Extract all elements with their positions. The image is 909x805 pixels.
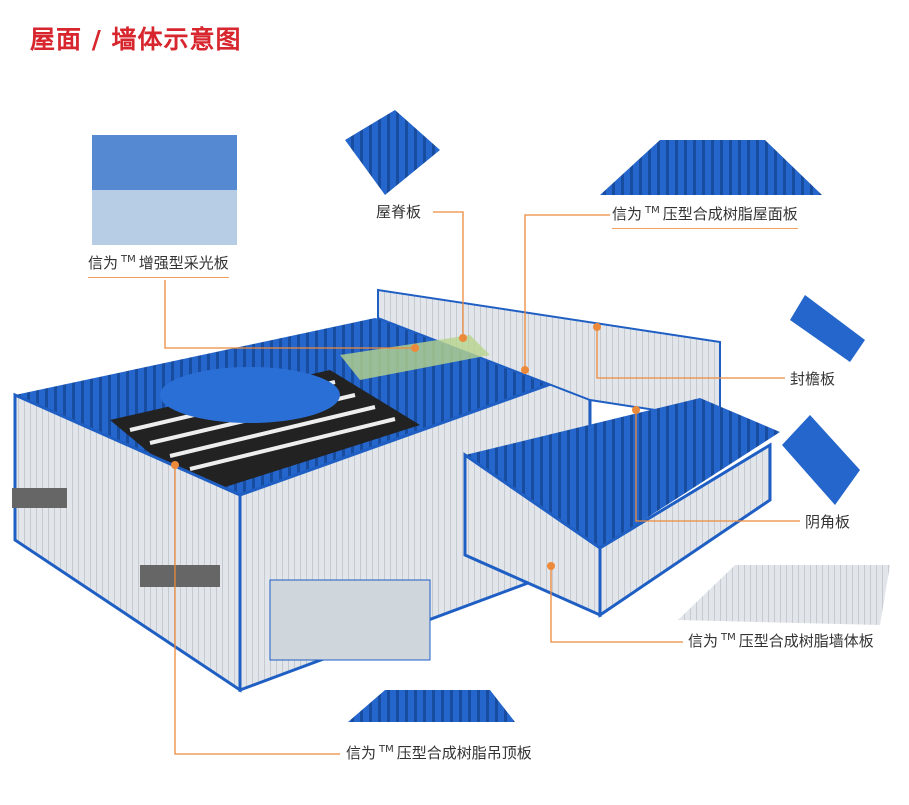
canopy-left bbox=[12, 488, 67, 508]
name: 压型合成树脂吊顶板 bbox=[396, 744, 532, 762]
leader-dots bbox=[171, 323, 640, 570]
brand: 信为 bbox=[612, 205, 643, 223]
label-eave: 封檐板 bbox=[790, 370, 836, 388]
tm: TM bbox=[645, 205, 660, 216]
label-ridge: 屋脊板 bbox=[376, 203, 422, 221]
ridge-panel-image bbox=[345, 110, 440, 195]
tm: TM bbox=[379, 744, 394, 755]
roof-vent bbox=[160, 367, 340, 423]
page-title: 屋面 / 墙体示意图 bbox=[30, 25, 242, 54]
tm: TM bbox=[721, 632, 736, 643]
brand: 信为 bbox=[346, 744, 377, 762]
brand: 信为 bbox=[88, 254, 119, 272]
name: 压型合成树脂屋面板 bbox=[662, 205, 798, 223]
leader-lines bbox=[164, 211, 800, 755]
inner-corner-image bbox=[782, 415, 860, 505]
canopy-front bbox=[140, 565, 220, 587]
name: 压型合成树脂墙体板 bbox=[738, 632, 874, 650]
door bbox=[269, 579, 431, 661]
roof-panel-image bbox=[600, 140, 822, 195]
ceiling-panel-image bbox=[348, 690, 515, 722]
brand: 信为 bbox=[688, 632, 719, 650]
wall-panel-image bbox=[678, 565, 890, 625]
skylight-strips bbox=[340, 335, 490, 380]
tm: TM bbox=[121, 254, 136, 265]
eave-panel-image bbox=[790, 295, 865, 362]
annex-roof bbox=[465, 398, 780, 548]
label-inner-corner: 阴角板 bbox=[805, 513, 851, 531]
annex-side-wall bbox=[598, 442, 772, 618]
name: 增强型采光板 bbox=[138, 254, 229, 272]
